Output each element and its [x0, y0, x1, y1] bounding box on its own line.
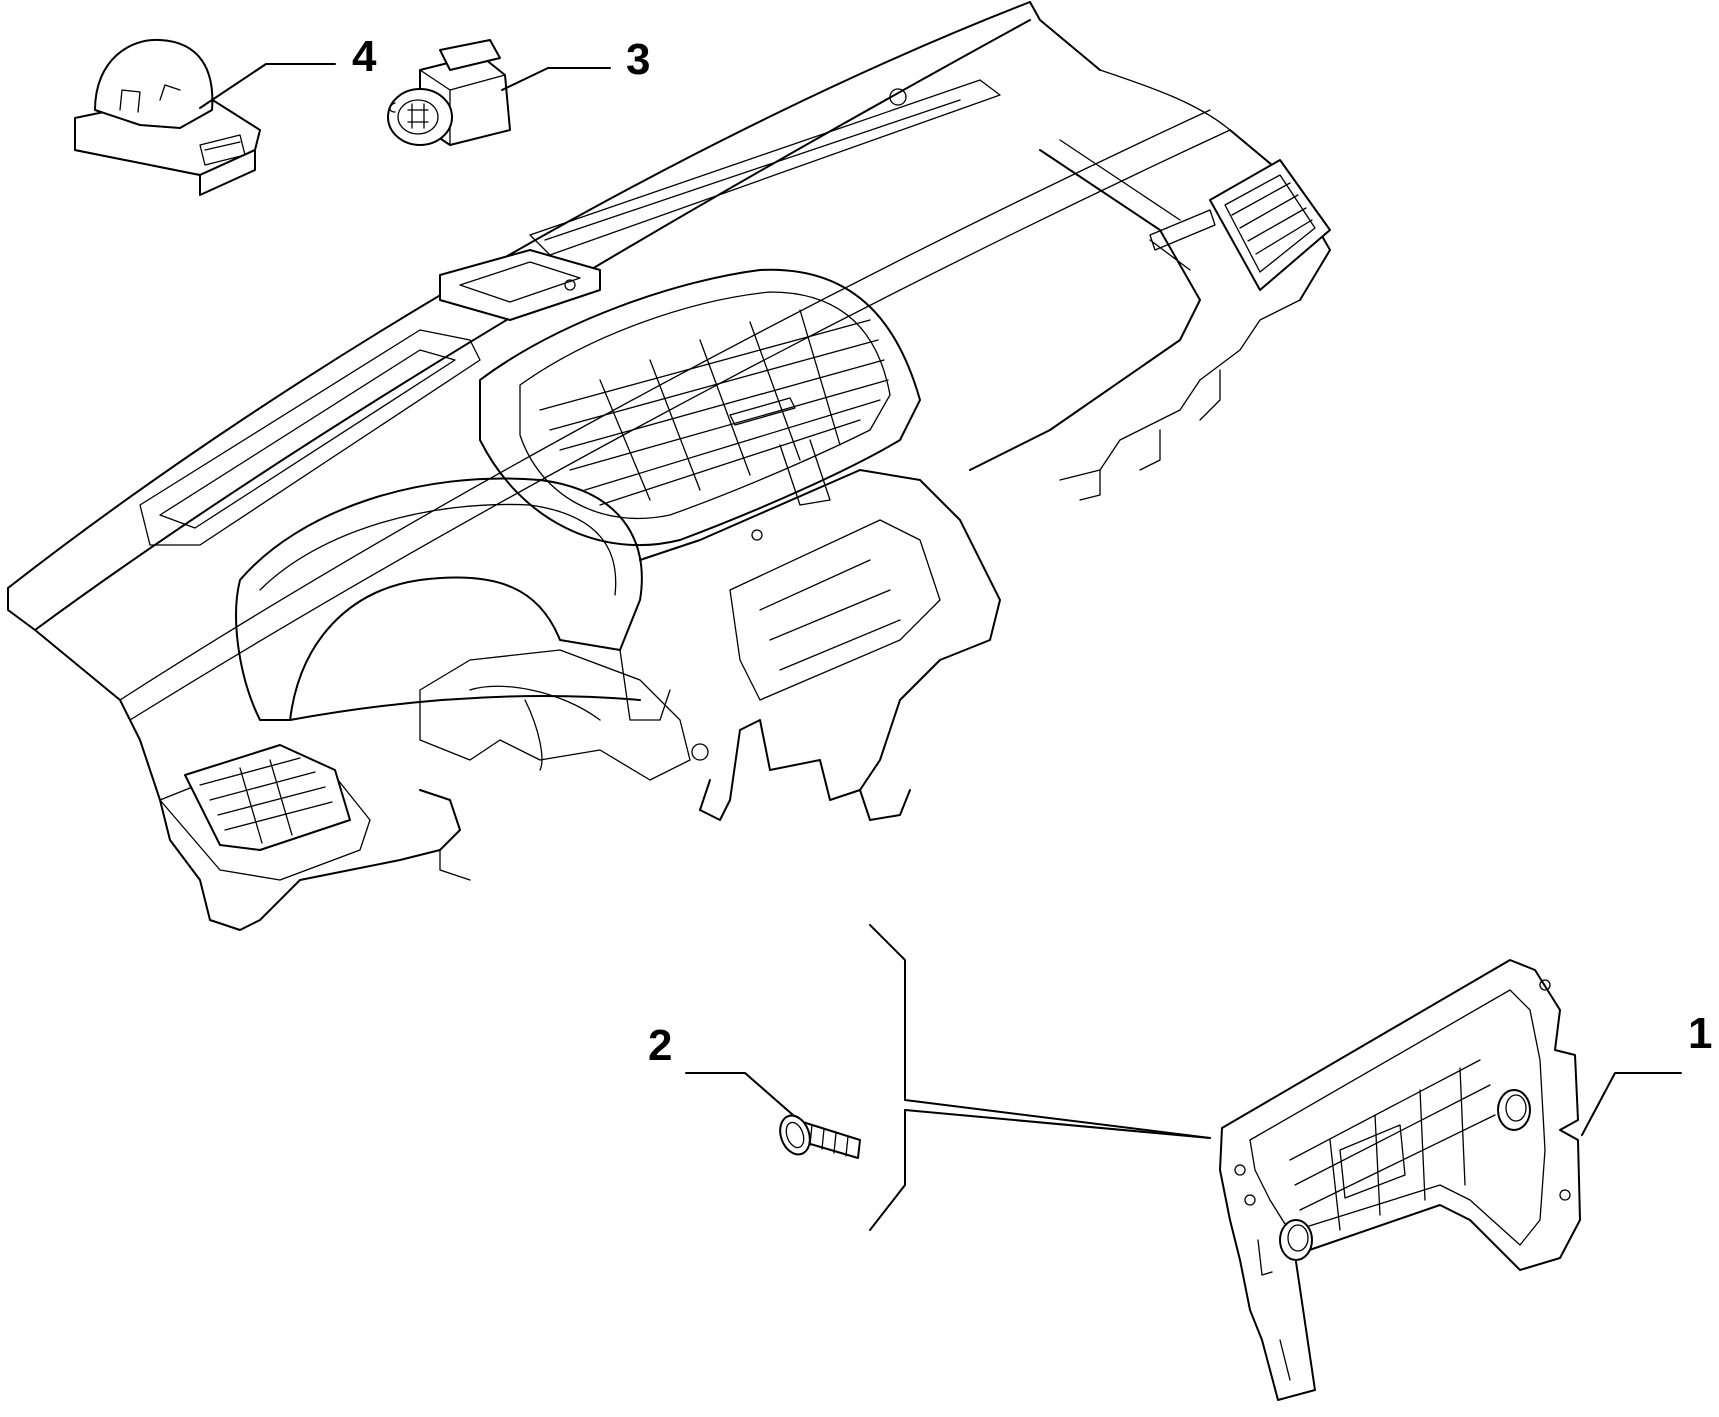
- callout-2: 2: [648, 1021, 672, 1070]
- exploded-view-lines: [869, 924, 1211, 1231]
- callout-1: 1: [1688, 1009, 1712, 1058]
- part-2-bolt: [779, 1114, 861, 1159]
- part-3-sensor: [387, 39, 511, 146]
- dashboard-assembly: [7, 1, 1331, 931]
- callout-3: 3: [626, 35, 650, 84]
- part-4-module: [74, 38, 261, 196]
- part-1-bracket: [1219, 959, 1581, 1401]
- callout-4: 4: [352, 32, 377, 81]
- leader-lines: [199, 63, 1682, 1136]
